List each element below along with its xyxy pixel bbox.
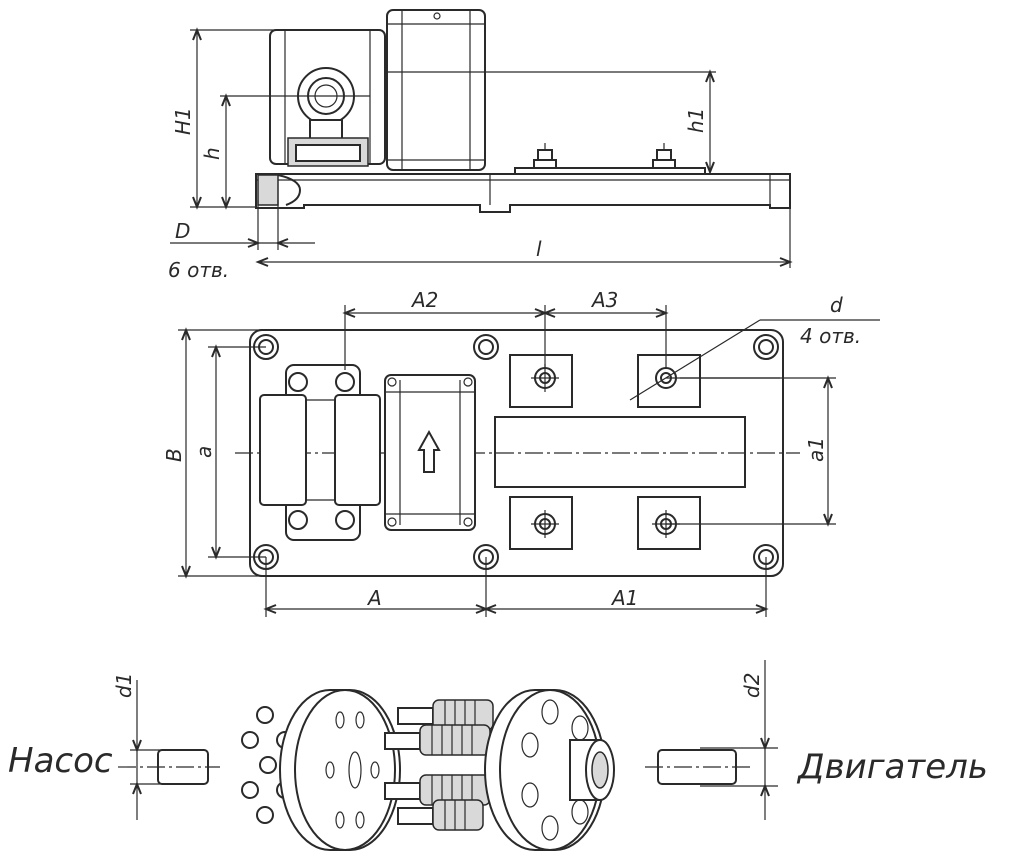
side-hole-section xyxy=(257,174,279,206)
label-d: d xyxy=(830,293,843,317)
plan-motor-shaft-area xyxy=(494,416,746,488)
label-pump: Насос xyxy=(8,741,113,781)
side-bolt-1 xyxy=(533,143,557,169)
label-A3: A3 xyxy=(590,288,618,312)
coupling-exploded-view xyxy=(118,660,778,851)
plan-coupling xyxy=(384,374,476,531)
side-view xyxy=(170,9,793,268)
label-motor: Двигатель xyxy=(796,747,988,787)
label-D: D xyxy=(175,219,190,243)
pump-shaft xyxy=(118,680,220,820)
motor-shaft xyxy=(645,660,778,820)
label-a: a xyxy=(192,446,216,458)
coupling-pins xyxy=(384,699,494,831)
label-holes-6: 6 отв. xyxy=(168,258,229,282)
label-A2: A2 xyxy=(410,288,438,312)
plan-view xyxy=(178,305,880,617)
label-h1: h1 xyxy=(684,108,708,133)
flow-arrow-icon xyxy=(417,429,441,473)
label-A1: A1 xyxy=(610,586,638,610)
label-B: B xyxy=(162,448,186,462)
side-pump xyxy=(269,29,386,167)
label-H1: H1 xyxy=(171,107,195,135)
plan-pump xyxy=(259,364,381,541)
label-h: h xyxy=(200,147,224,160)
coupling-half-motor xyxy=(484,689,615,851)
label-holes-4: 4 отв. xyxy=(800,324,861,348)
label-a1: a1 xyxy=(804,437,828,462)
label-d2: d2 xyxy=(740,673,764,698)
side-bolt-2 xyxy=(652,143,676,169)
label-A: A xyxy=(366,586,382,610)
side-coupling xyxy=(386,9,486,171)
coupling-half-pump xyxy=(279,689,401,851)
side-motor-pad xyxy=(514,167,706,175)
label-d1: d1 xyxy=(112,673,136,698)
label-l: l xyxy=(536,237,542,261)
plan-motor-pads xyxy=(509,354,701,550)
